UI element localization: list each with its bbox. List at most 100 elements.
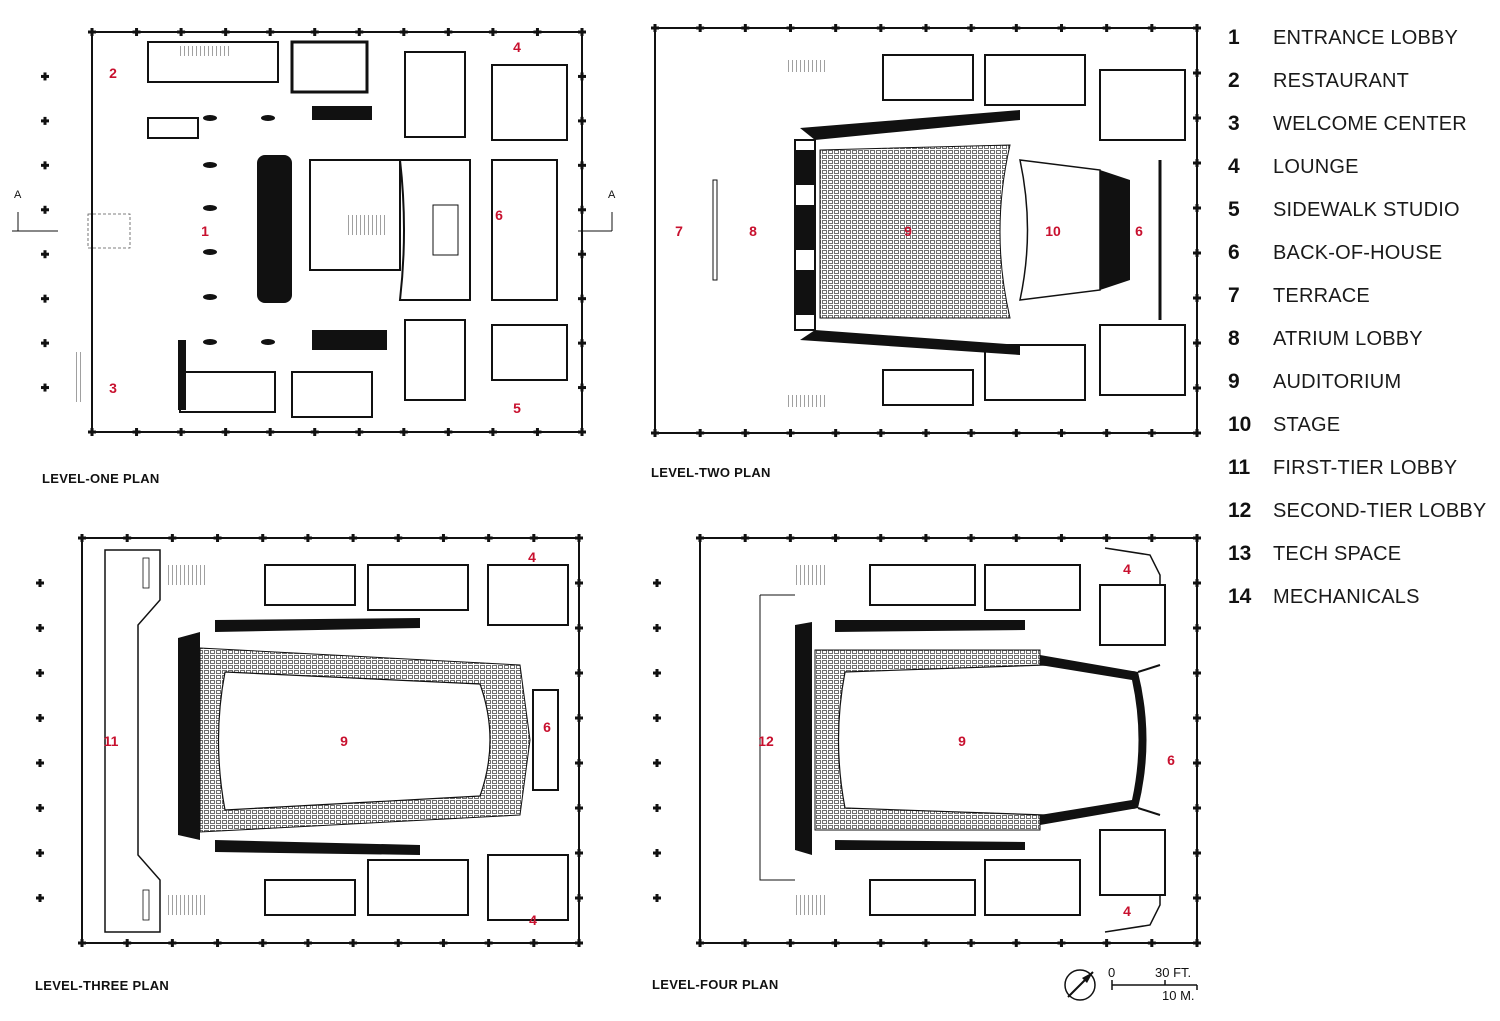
- column-marker: [36, 669, 44, 677]
- room-label: 9: [904, 223, 912, 239]
- column-marker: [221, 428, 230, 436]
- column-marker: [967, 534, 976, 542]
- legend-number: 7: [1228, 284, 1240, 307]
- column-marker: [266, 28, 275, 36]
- column-marker: [258, 534, 267, 542]
- column-marker: [177, 28, 186, 36]
- column-marker: [1193, 579, 1201, 587]
- room-label: 9: [958, 733, 966, 749]
- column-marker: [741, 534, 750, 542]
- legend-number: 9: [1228, 370, 1240, 393]
- column-marker: [921, 534, 930, 542]
- column-marker: [1102, 534, 1111, 542]
- column-marker: [303, 939, 312, 947]
- column-marker: [355, 428, 364, 436]
- column-marker: [88, 428, 96, 436]
- column-marker: [786, 24, 795, 32]
- column-marker: [1147, 534, 1156, 542]
- column-marker: [439, 534, 448, 542]
- column-marker: [1193, 804, 1201, 812]
- column-marker: [36, 849, 44, 857]
- column-marker: [258, 939, 267, 947]
- room-label: 2: [109, 65, 117, 81]
- column-marker: [36, 624, 44, 632]
- legend-number: 4: [1228, 155, 1240, 178]
- column-marker: [575, 804, 583, 812]
- column-marker: [1193, 249, 1201, 257]
- room-label: 6: [543, 719, 551, 735]
- legend-label: FIRST-TIER LOBBY: [1273, 457, 1458, 479]
- column-marker: [394, 534, 403, 542]
- legend-number: 14: [1228, 585, 1252, 608]
- room-label: 4: [1123, 561, 1131, 577]
- column-marker: [876, 534, 885, 542]
- column-marker: [41, 205, 49, 214]
- legend-label: MECHANICALS: [1273, 586, 1420, 608]
- column-marker: [488, 428, 497, 436]
- column-marker: [922, 24, 930, 32]
- legend-number: 1: [1228, 26, 1240, 49]
- column-marker: [1193, 204, 1201, 212]
- column-marker: [653, 624, 661, 632]
- column-marker: [1057, 534, 1066, 542]
- column-marker: [1102, 429, 1111, 437]
- level-three-title: LEVEL-THREE PLAN: [35, 978, 170, 993]
- level-four-plan-drawing: [653, 534, 1201, 947]
- legend-number: 5: [1228, 198, 1240, 221]
- level-one-title: LEVEL-ONE PLAN: [42, 471, 160, 486]
- column-marker: [1193, 384, 1201, 392]
- column-marker: [578, 428, 586, 436]
- column-marker: [575, 849, 583, 857]
- column-marker: [484, 534, 493, 542]
- column-marker: [444, 28, 453, 36]
- column-marker: [876, 939, 885, 947]
- column-marker: [696, 24, 705, 32]
- column-marker: [653, 894, 661, 902]
- column-marker: [41, 383, 49, 392]
- column-marker: [831, 429, 840, 437]
- column-marker: [1012, 534, 1021, 542]
- room-label: 10: [1045, 223, 1061, 239]
- level-one-plan-drawing: [12, 28, 613, 436]
- column-marker: [123, 534, 132, 542]
- room-label: 8: [749, 223, 757, 239]
- column-marker: [1193, 894, 1201, 902]
- legend-label: AUDITORIUM: [1273, 371, 1402, 393]
- column-marker: [303, 534, 312, 542]
- column-marker: [213, 534, 222, 542]
- column-marker: [967, 429, 976, 437]
- room-label: 11: [103, 733, 119, 749]
- column-marker: [36, 714, 44, 722]
- column-marker: [741, 24, 750, 32]
- room-label: 6: [495, 207, 503, 223]
- column-marker: [578, 383, 586, 392]
- column-marker: [41, 294, 49, 303]
- column-marker: [310, 428, 319, 436]
- column-marker: [1012, 24, 1021, 32]
- room-label: 7: [675, 223, 683, 239]
- column-marker: [1193, 294, 1201, 302]
- scale-bar: [1111, 980, 1198, 990]
- column-marker: [488, 28, 497, 36]
- scale-meters: 10 M.: [1162, 988, 1195, 1003]
- column-marker: [1193, 534, 1201, 542]
- scale-zero: 0: [1108, 965, 1116, 980]
- column-marker: [1193, 714, 1201, 722]
- column-marker: [653, 804, 661, 812]
- column-marker: [310, 28, 319, 36]
- column-marker: [831, 534, 840, 542]
- column-marker: [1193, 939, 1201, 947]
- column-marker: [786, 534, 795, 542]
- column-marker: [786, 429, 795, 437]
- room-label: 6: [1167, 752, 1175, 768]
- column-marker: [41, 116, 49, 125]
- section-marker-a-left: A: [14, 189, 22, 201]
- column-marker: [831, 939, 840, 947]
